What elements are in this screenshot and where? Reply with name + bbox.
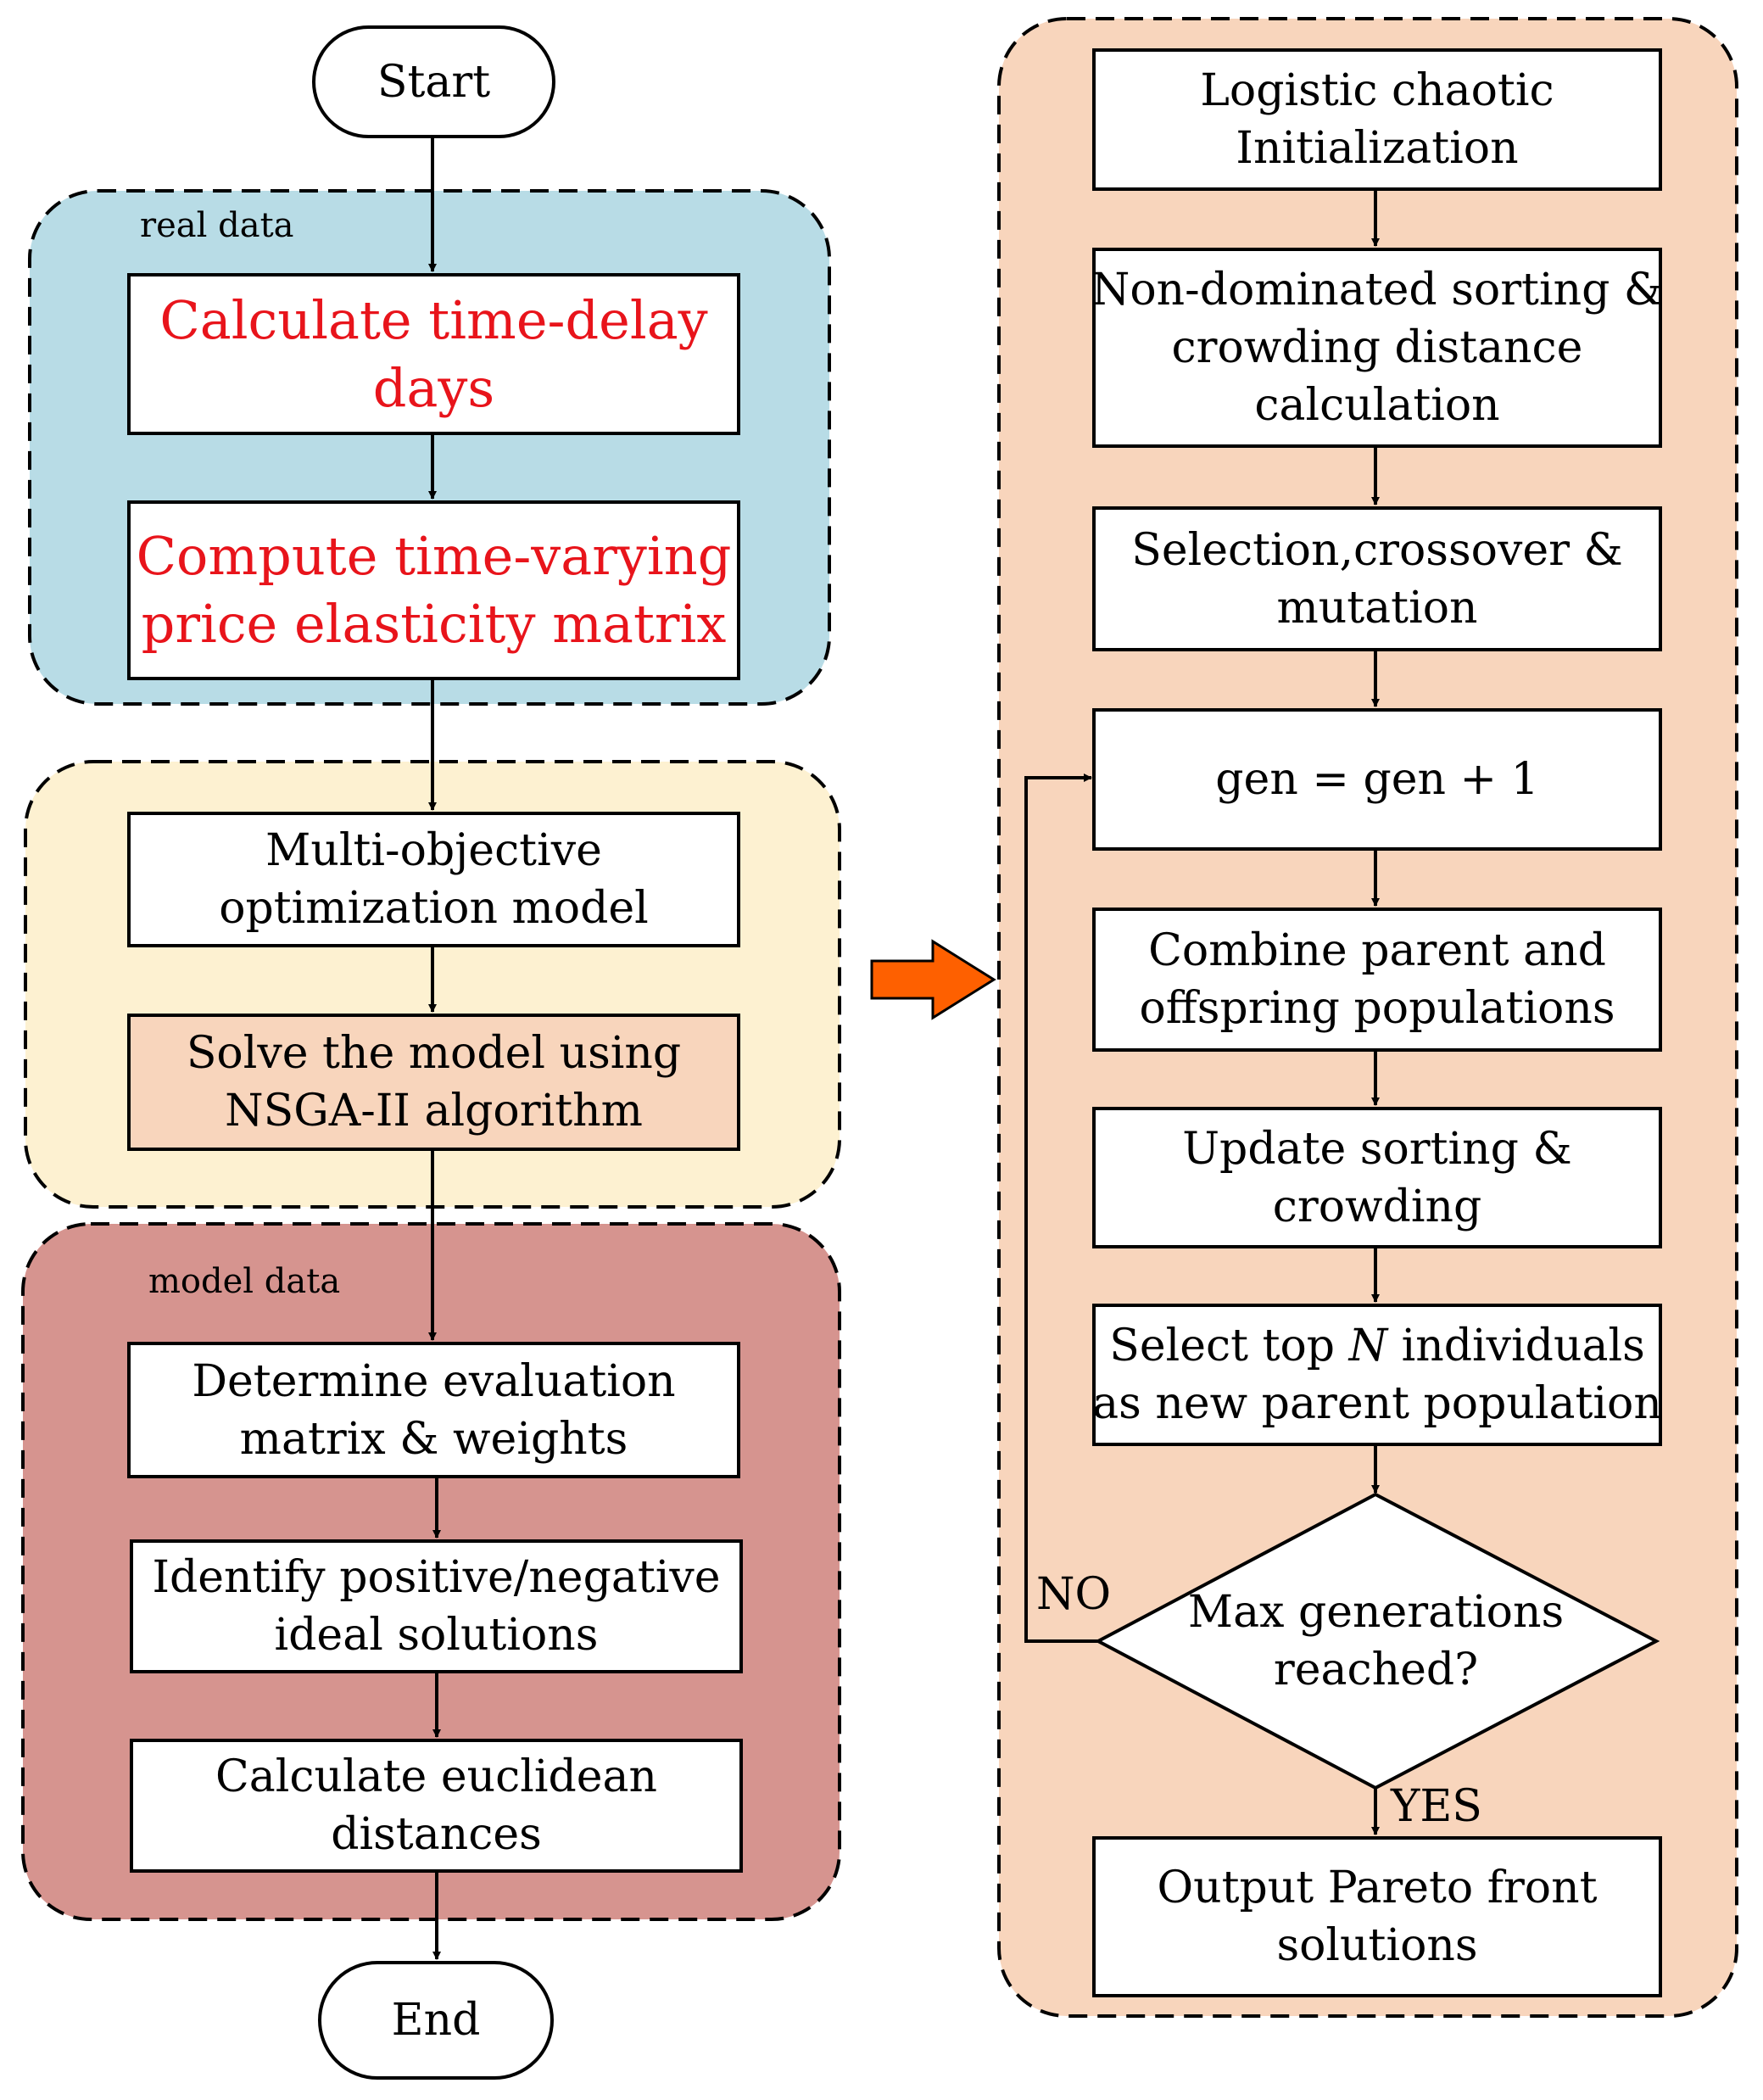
start-label: Start bbox=[377, 56, 491, 108]
select-top-var: N bbox=[1348, 1321, 1388, 1371]
sorting-box: Non-dominated sorting & crowding distanc… bbox=[1091, 248, 1664, 448]
select-top-pre: Select top bbox=[1109, 1321, 1349, 1371]
ideal-line-2: ideal solutions bbox=[274, 1610, 599, 1661]
update-line-2: crowding bbox=[1272, 1181, 1482, 1232]
end-label: End bbox=[391, 1995, 481, 2046]
euclid-line-2: distances bbox=[331, 1809, 542, 1860]
euclid-box: Calculate euclidean distances bbox=[130, 1739, 743, 1873]
select-top-line-2: as new parent population bbox=[1092, 1378, 1662, 1429]
sorting-line-3: calculation bbox=[1254, 380, 1500, 431]
init-box: Logistic chaotic Initialization bbox=[1092, 48, 1662, 191]
sorting-line-2: crowding distance bbox=[1171, 322, 1583, 373]
combine-box: Combine parent and offspring populations bbox=[1092, 908, 1662, 1052]
end-terminal: End bbox=[318, 1961, 554, 2080]
combine-line-1: Combine parent and bbox=[1148, 925, 1606, 976]
output-line-1: Output Pareto front bbox=[1157, 1863, 1598, 1913]
select-top-post: individuals bbox=[1387, 1321, 1645, 1371]
decision-diamond bbox=[1094, 1492, 1660, 1790]
update-line-1: Update sorting & bbox=[1182, 1123, 1572, 1175]
solve-line-2: NSGA-II algorithm bbox=[225, 1086, 643, 1137]
elasticity-line-1: Compute time-varying bbox=[136, 525, 732, 587]
output-box: Output Pareto front solutions bbox=[1092, 1836, 1662, 1997]
init-line-2: Initialization bbox=[1236, 123, 1519, 174]
solve-line-1: Solve the model using bbox=[186, 1028, 682, 1079]
decision-text: Max generations reached? bbox=[1153, 1582, 1598, 1701]
model-data-label: model data bbox=[148, 1262, 341, 1301]
eval-matrix-line-2: matrix & weights bbox=[239, 1413, 628, 1465]
ideal-line-1: Identify positive/negative bbox=[152, 1552, 721, 1603]
no-label: NO bbox=[1036, 1569, 1112, 1620]
arrow-decision-no-loop bbox=[1024, 774, 1098, 1643]
gen-box: gen = gen + 1 bbox=[1092, 708, 1662, 851]
selection-line-2: mutation bbox=[1276, 582, 1478, 634]
solve-box: Solve the model using NSGA-II algorithm bbox=[127, 1014, 740, 1151]
selection-line-1: Selection,crossover & bbox=[1131, 524, 1623, 576]
transition-arrow bbox=[870, 939, 996, 1020]
select-top-line-1: Select top N individuals bbox=[1109, 1317, 1645, 1375]
time-delay-line-1: Calculate time-delay bbox=[159, 288, 708, 351]
sorting-line-1: Non-dominated sorting & bbox=[1091, 265, 1664, 316]
real-data-label: real data bbox=[140, 206, 294, 245]
decision-line-1: Max generations bbox=[1187, 1587, 1565, 1638]
start-terminal: Start bbox=[312, 25, 555, 138]
ideal-box: Identify positive/negative ideal solutio… bbox=[130, 1539, 743, 1673]
select-top-box: Select top N individuals as new parent p… bbox=[1092, 1304, 1662, 1446]
time-delay-line-2: days bbox=[372, 356, 495, 419]
elasticity-box: Compute time-varying price elasticity ma… bbox=[127, 500, 740, 680]
mo-model-line-2: optimization model bbox=[219, 883, 649, 934]
eval-matrix-line-1: Determine evaluation bbox=[192, 1355, 676, 1407]
yes-label: YES bbox=[1391, 1781, 1482, 1832]
mo-model-box: Multi-objective optimization model bbox=[127, 812, 740, 947]
eval-matrix-box: Determine evaluation matrix & weights bbox=[127, 1342, 740, 1478]
time-delay-box: Calculate time-delay days bbox=[127, 273, 740, 435]
gen-line-1: gen = gen + 1 bbox=[1215, 754, 1539, 805]
decision-line-2: reached? bbox=[1273, 1645, 1479, 1695]
combine-line-2: offspring populations bbox=[1139, 983, 1615, 1034]
mo-model-line-1: Multi-objective bbox=[265, 825, 602, 876]
update-box: Update sorting & crowding bbox=[1092, 1107, 1662, 1248]
euclid-line-1: Calculate euclidean bbox=[215, 1751, 658, 1802]
selection-box: Selection,crossover & mutation bbox=[1092, 506, 1662, 651]
output-line-2: solutions bbox=[1276, 1920, 1478, 1971]
elasticity-line-2: price elasticity matrix bbox=[141, 593, 727, 655]
init-line-1: Logistic chaotic bbox=[1200, 65, 1554, 116]
